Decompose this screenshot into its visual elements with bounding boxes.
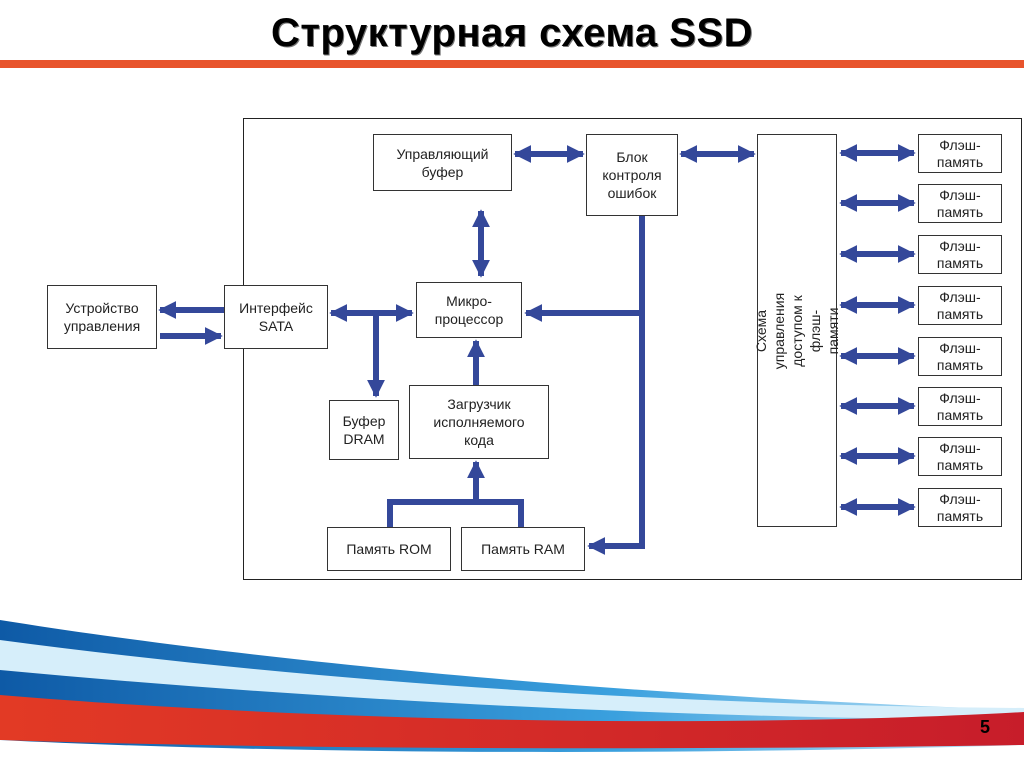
flash-module: Флэш- память — [918, 488, 1002, 527]
block-rom: Память ROM — [327, 527, 451, 571]
flash-module: Флэш- память — [918, 337, 1002, 376]
diagram-arrows — [158, 144, 916, 555]
page-number: 5 — [979, 717, 990, 737]
flash-module: Флэш- память — [918, 286, 1002, 325]
arrow-ecc-cpu — [524, 216, 645, 322]
flash-module: Флэш- память — [918, 184, 1002, 223]
slide-title: Структурная схема SSD — [270, 11, 754, 55]
arrow-memory-loader — [387, 462, 524, 527]
flash-module: Флэш- память — [918, 235, 1002, 274]
title-divider — [0, 60, 1024, 68]
block-ram: Память RAM — [461, 527, 585, 571]
footer-waves — [0, 620, 1024, 767]
flash-module: Флэш- память — [918, 134, 1002, 173]
block-control-device: Устройство управления — [47, 285, 157, 349]
flash-module: Флэш- память — [918, 387, 1002, 426]
block-flash-access-controller: Схема управления доступом к флэш-памяти — [753, 134, 841, 527]
block-dram-buffer: Буфер DRAM — [329, 400, 399, 460]
block-ecc: Блок контроля ошибок — [586, 134, 678, 216]
block-microprocessor: Микро- процессор — [416, 282, 522, 338]
flash-module: Флэш- память — [918, 437, 1002, 476]
block-control-buffer: Управляющий буфер — [373, 134, 512, 191]
arrow-ecc-ram — [587, 313, 645, 555]
block-sata-interface: Интерфейс SATA — [224, 285, 328, 349]
